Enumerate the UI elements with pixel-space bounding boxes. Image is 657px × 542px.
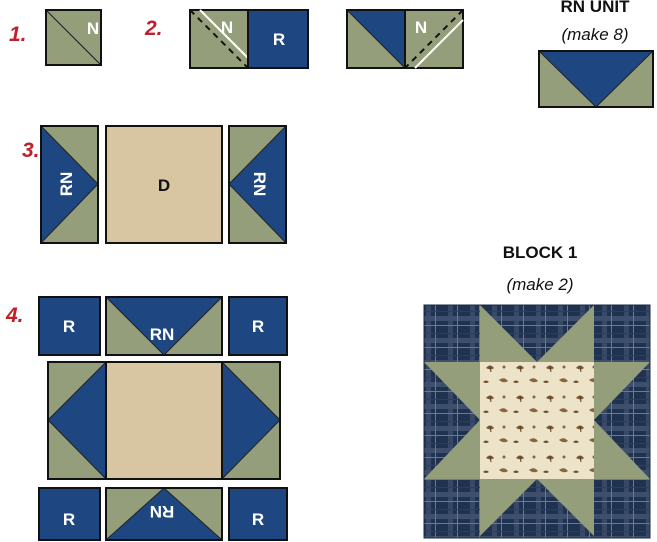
step2-r-label: R bbox=[273, 30, 285, 49]
step4-top-rn-label: RN bbox=[150, 325, 175, 344]
rn-unit-make-count: (make 8) bbox=[561, 25, 628, 44]
step1-n-unit: N bbox=[46, 10, 101, 65]
rn-unit-diagram bbox=[539, 51, 653, 107]
step3-center-d-square: D bbox=[106, 126, 222, 243]
step-2-number: 2. bbox=[144, 17, 163, 40]
step4-top-left-r: R bbox=[39, 297, 100, 355]
block1-make-count: (make 2) bbox=[506, 275, 573, 294]
step4-bottom-right-r: R bbox=[229, 488, 287, 540]
block1-finished-photo bbox=[424, 305, 650, 538]
step2-n-r-layout: N R bbox=[190, 10, 308, 68]
step-4-number: 4. bbox=[5, 304, 24, 327]
step2-n-label: N bbox=[221, 18, 233, 37]
step4-bottom-rn-unit: RN bbox=[106, 488, 222, 540]
step-1-number: 1. bbox=[9, 23, 27, 46]
step3-right-rn-label: RN bbox=[250, 172, 269, 197]
step4-top-left-r-label: R bbox=[63, 317, 75, 336]
step2-sewn-unit: N bbox=[347, 10, 463, 68]
step3-right-rn-unit: RN bbox=[229, 126, 286, 243]
step-3-number: 3. bbox=[22, 139, 40, 162]
rn-unit-title: RN UNIT bbox=[561, 0, 631, 16]
step4-top-right-r: R bbox=[229, 297, 287, 355]
step3-left-rn-unit: RN bbox=[41, 126, 98, 243]
step4-bottom-left-r-label: R bbox=[63, 510, 75, 529]
step3-d-label: D bbox=[158, 176, 170, 195]
step4-middle-row bbox=[48, 362, 280, 479]
step4-top-right-r-label: R bbox=[252, 317, 264, 336]
step3-left-rn-label: RN bbox=[57, 172, 76, 197]
block1-title: BLOCK 1 bbox=[503, 243, 578, 262]
step1-n-label: N bbox=[87, 19, 99, 38]
step4-top-rn-unit: RN bbox=[106, 297, 222, 355]
step4-bottom-left-r: R bbox=[39, 488, 100, 540]
step2-sewn-n-label: N bbox=[415, 18, 427, 37]
step4-bottom-rn-label: RN bbox=[150, 502, 175, 521]
step4-bottom-right-r-label: R bbox=[252, 510, 264, 529]
